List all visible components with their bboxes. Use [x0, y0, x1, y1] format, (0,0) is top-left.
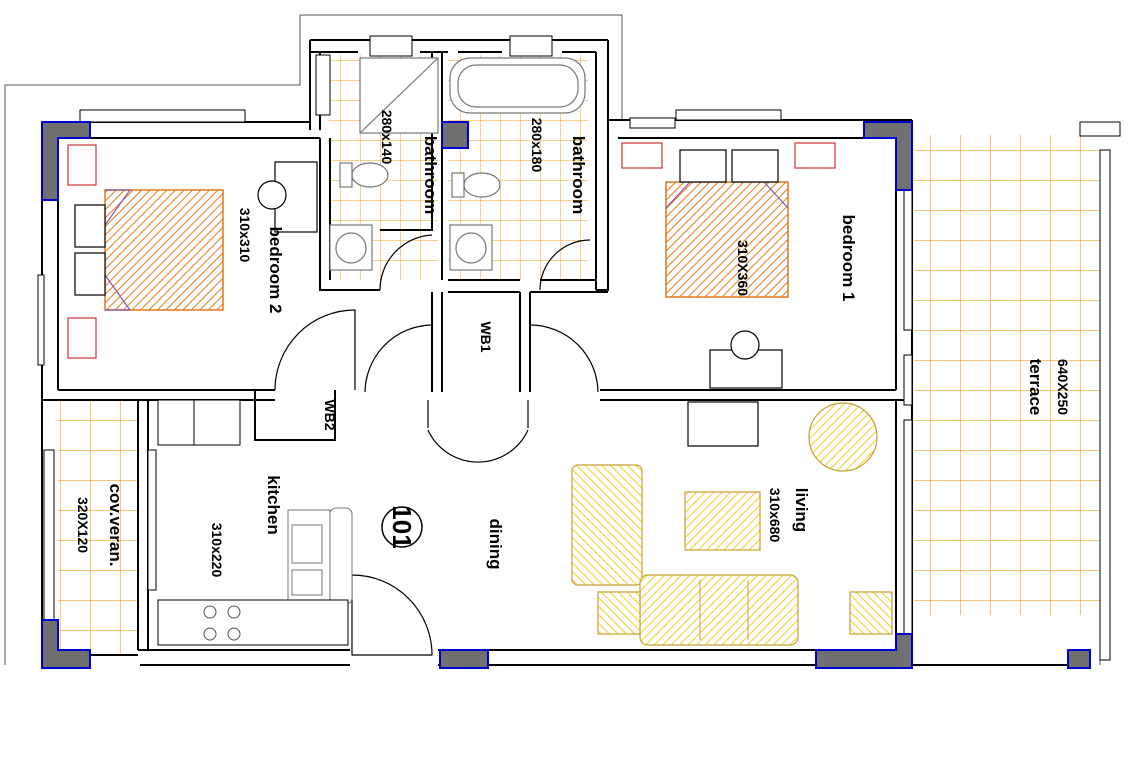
- living-furniture: [571, 401, 893, 646]
- living-size: 310x680: [767, 488, 783, 543]
- bedroom-1-label: bedroom 1: [839, 215, 858, 302]
- bathroom-2-fixtures: [449, 57, 586, 271]
- bedroom-1-size: 310X360: [735, 240, 751, 296]
- hob: [157, 599, 349, 646]
- veranda-size: 320X120: [75, 497, 91, 553]
- terrace-size: 640X250: [1055, 359, 1071, 415]
- room-labels: bedroom 2 310x310 bathroom 280x140 bathr…: [75, 110, 1071, 578]
- sofa-single-side: [571, 464, 643, 586]
- terrace-floor: [914, 135, 1104, 615]
- bathroom-1-label: bathroom: [421, 136, 440, 214]
- veranda-floor: [58, 400, 138, 655]
- terrace-label: terrace: [1026, 359, 1045, 416]
- doors: [274, 234, 599, 656]
- bedroom-2-furniture: [67, 144, 318, 359]
- bathroom-1-size: 280x140: [379, 110, 395, 165]
- toilet-2: [463, 172, 501, 198]
- bathroom-2-label: bathroom: [569, 136, 588, 214]
- bathroom-2-size: 280x180: [529, 118, 545, 173]
- windows: [37, 35, 1121, 661]
- armchair-round: [808, 402, 878, 472]
- toilet-1: [351, 162, 389, 188]
- bedroom-2-size: 310x310: [237, 208, 253, 263]
- sofa: [639, 574, 799, 646]
- bed-2: [104, 189, 224, 311]
- bedroom-1-furniture: [621, 142, 836, 389]
- wardrobe-1-label: WB1: [478, 321, 494, 352]
- kitchen-furniture: [157, 399, 353, 646]
- bed-1: [665, 181, 789, 298]
- unit-marker: [381, 506, 423, 548]
- living-label: living: [792, 488, 811, 532]
- dining-label: dining: [486, 519, 505, 570]
- wardrobe-2-label: WB2: [322, 399, 338, 430]
- tv-unit: [687, 401, 759, 447]
- veranda-label: cov.veran.: [106, 484, 125, 567]
- kitchen-label: kitchen: [264, 475, 283, 535]
- bedroom-2-label: bedroom 2: [266, 227, 285, 314]
- columns: [41, 121, 1091, 669]
- coffee-table: [684, 491, 761, 551]
- bathroom-1-fixtures: [329, 57, 439, 271]
- kitchen-size: 310x220: [209, 523, 225, 578]
- unit-number: 101: [387, 505, 417, 548]
